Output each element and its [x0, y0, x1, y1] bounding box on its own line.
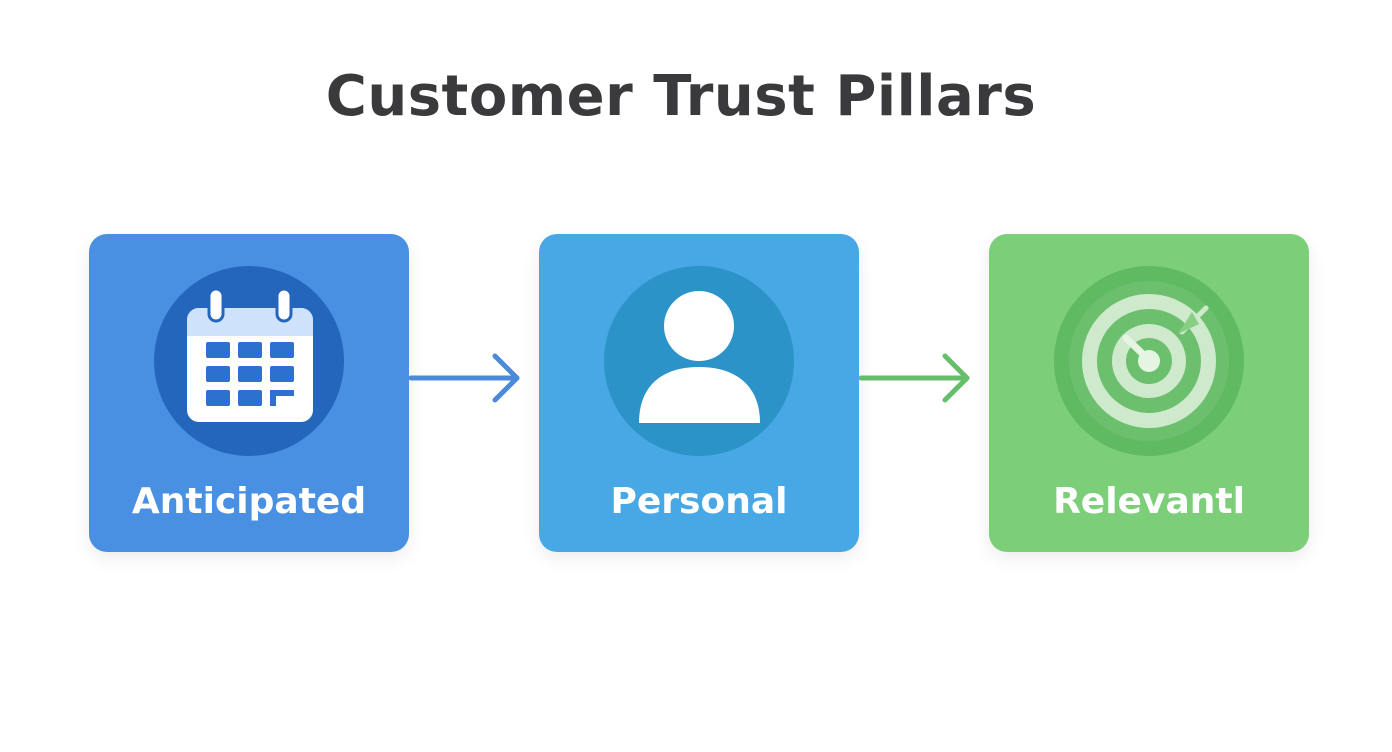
icon-circle: [1054, 266, 1244, 456]
pillar-personal: Personal: [539, 234, 859, 552]
arrow-right-icon: [859, 353, 970, 403]
pillar-anticipated: Anticipated: [89, 234, 409, 552]
user-icon: [639, 291, 760, 423]
pillar-label: Anticipated: [131, 481, 367, 522]
target-icon: [1069, 281, 1229, 441]
calendar-icon: [187, 287, 313, 422]
pillar-label: Personal: [610, 481, 788, 522]
arrow-right-icon: [409, 353, 520, 403]
icon-circle: [154, 266, 344, 456]
icon-circle: [604, 266, 794, 456]
pillar-relevant: Relevantl: [989, 234, 1309, 552]
diagram-title: Customer Trust Pillars: [325, 64, 1037, 129]
pillar-label: Relevantl: [1053, 481, 1245, 522]
